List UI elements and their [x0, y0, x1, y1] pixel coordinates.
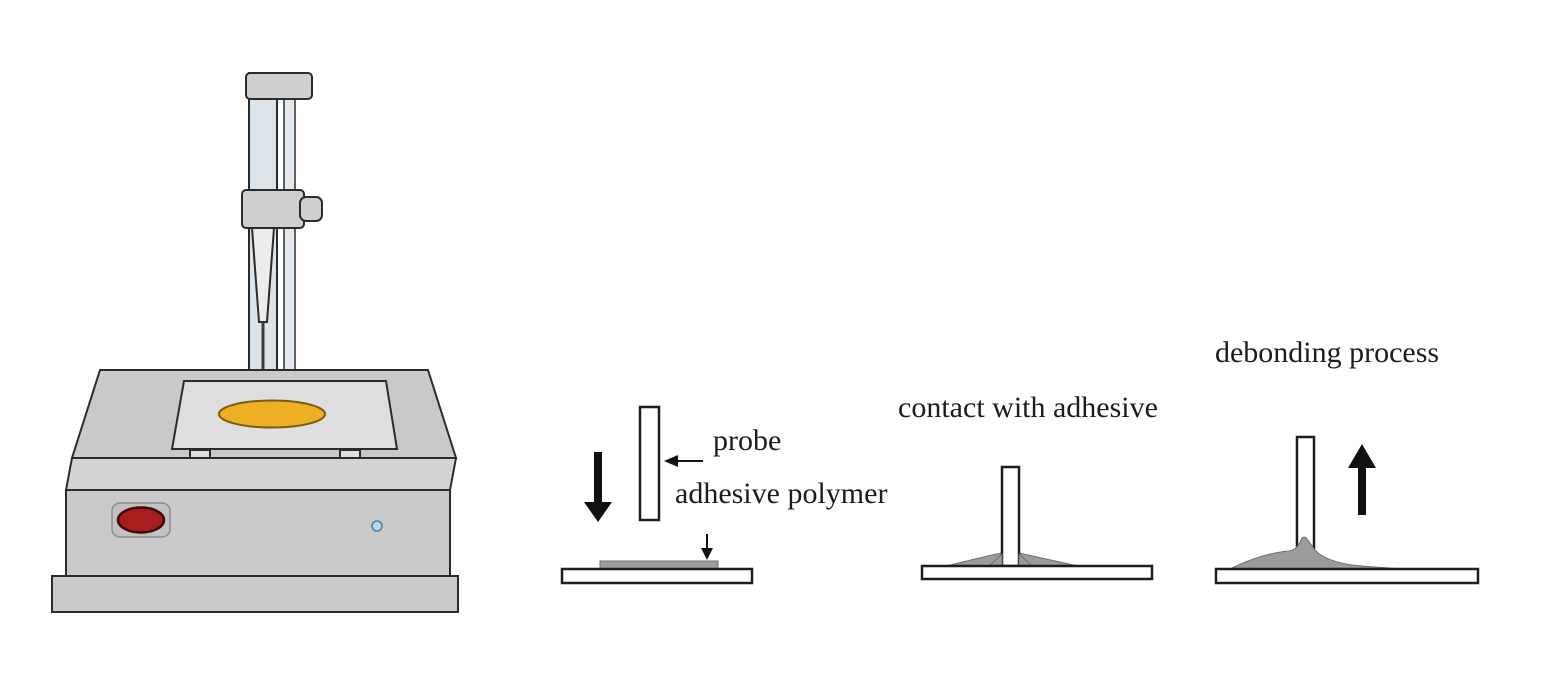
substrate	[560, 567, 754, 585]
apparatus-probe	[250, 227, 276, 323]
adhesive-polymer-label: adhesive polymer	[675, 477, 887, 510]
apparatus-clamp-knob	[299, 196, 323, 222]
layer-pointer-arrowhead-icon	[701, 548, 713, 560]
stage-contact: contact with adhesive	[898, 391, 1158, 581]
probe-label: probe	[713, 424, 781, 457]
tack-apparatus	[51, 72, 459, 613]
probe-schematic	[638, 405, 661, 522]
indicator-led	[371, 520, 383, 532]
stage-debonding: debonding process	[1214, 336, 1480, 585]
probe-schematic	[1000, 465, 1021, 568]
stage-approach: probe adhesive polymer	[560, 405, 887, 585]
down-arrow-icon	[584, 452, 612, 522]
apparatus-rod	[283, 98, 296, 374]
apparatus-base-top	[64, 457, 458, 491]
substrate	[920, 564, 1154, 581]
probe-pointer-arrowhead-icon	[664, 455, 678, 467]
probe-schematic	[1295, 435, 1316, 550]
adhesive-sample	[218, 399, 326, 429]
debonding-label: debonding process	[1215, 336, 1439, 369]
apparatus-base-bottom	[51, 575, 459, 613]
apparatus-clamp	[241, 189, 305, 229]
substrate	[1214, 567, 1480, 585]
power-button	[116, 506, 166, 534]
adhesive-fibril	[1229, 536, 1406, 570]
apparatus-top-cap	[245, 72, 313, 100]
contact-label: contact with adhesive	[898, 391, 1158, 424]
up-arrow-icon	[1348, 444, 1376, 515]
